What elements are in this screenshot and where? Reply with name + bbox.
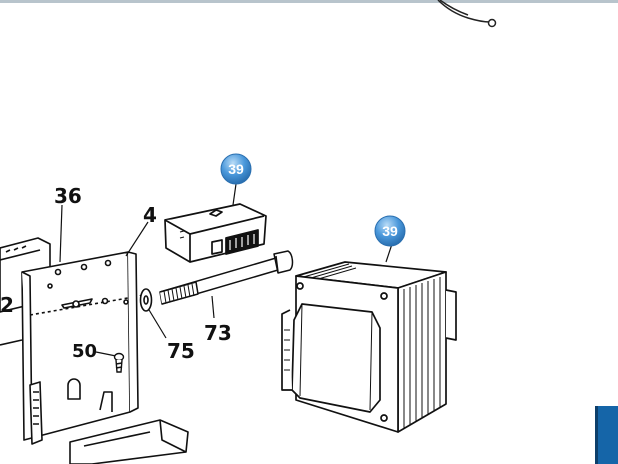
small-module: [164, 203, 267, 263]
part-label-75: 75: [167, 339, 195, 363]
long-bolt: [159, 250, 294, 305]
mounting-bracket: [0, 237, 189, 464]
callout-label-2: 39: [382, 223, 398, 239]
callout-label-1: 39: [228, 161, 244, 177]
small-screw: [113, 352, 125, 373]
part-label-50: 50: [72, 341, 97, 362]
frame-top-border: [0, 0, 618, 3]
ground-wire: [437, 0, 497, 28]
part-label-73: 73: [204, 321, 232, 345]
part-label-2: 2: [0, 293, 14, 317]
corner-tab: [598, 406, 618, 464]
part-label-36: 36: [54, 184, 82, 208]
part-label-4: 4: [143, 203, 157, 227]
callout-bubble-1[interactable]: 39: [220, 153, 252, 185]
washer: [139, 288, 153, 312]
corner-tab-edge: [595, 406, 598, 464]
transformer: [281, 261, 457, 433]
callout-bubble-2[interactable]: 39: [374, 215, 406, 247]
